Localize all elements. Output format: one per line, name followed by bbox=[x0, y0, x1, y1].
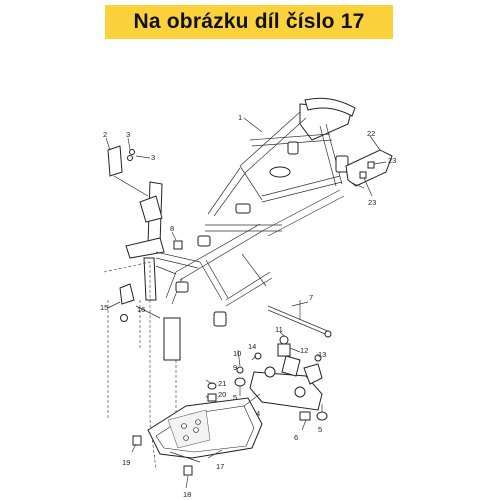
part-22-hanger bbox=[345, 149, 393, 189]
part-7-bolt bbox=[267, 300, 332, 338]
part-16-plate bbox=[163, 317, 181, 361]
callout-20: 20 bbox=[218, 390, 226, 399]
callout-5: 5 bbox=[233, 393, 237, 402]
part-2-bracket bbox=[107, 145, 149, 197]
banner: Na obrázku díl číslo 17 bbox=[105, 5, 393, 39]
banner-text: Na obrázku díl číslo 17 bbox=[133, 10, 365, 33]
callout-2: 2 bbox=[103, 130, 107, 139]
callout-numbers: 1 2 3 3 4 5 5 6 7 8 9 10 11 12 13 14 15 … bbox=[100, 113, 396, 499]
part-20-nut bbox=[207, 393, 217, 402]
assembly-outline bbox=[103, 261, 157, 471]
callout-10: 10 bbox=[233, 349, 241, 358]
part-4-engine-mount bbox=[234, 335, 328, 421]
part-8-bolt bbox=[173, 240, 183, 250]
callout-22: 22 bbox=[367, 129, 375, 138]
callout-3b: 3 bbox=[151, 153, 155, 162]
callout-23b: 23 bbox=[368, 198, 376, 207]
leader-lines bbox=[105, 117, 387, 489]
callout-11: 11 bbox=[275, 325, 283, 334]
part-15-bracket bbox=[119, 283, 135, 305]
callout-21: 21 bbox=[218, 379, 226, 388]
callout-5b: 5 bbox=[318, 425, 322, 434]
part-18-bolt bbox=[183, 465, 193, 476]
callout-1: 1 bbox=[238, 113, 242, 122]
callout-7: 7 bbox=[309, 293, 313, 302]
callout-12: 12 bbox=[300, 346, 308, 355]
part-21-collar bbox=[207, 382, 217, 390]
callout-23a: 23 bbox=[388, 156, 396, 165]
main-frame bbox=[165, 97, 356, 327]
part-19-nut bbox=[132, 435, 142, 446]
callout-19: 19 bbox=[122, 458, 130, 467]
head-pipe bbox=[125, 181, 201, 301]
callout-18: 18 bbox=[183, 490, 191, 499]
callout-14: 14 bbox=[248, 342, 256, 351]
part-17-skid-plate bbox=[147, 397, 263, 463]
callout-16: 16 bbox=[137, 305, 145, 314]
callout-13: 13 bbox=[318, 350, 326, 359]
callout-17: 17 bbox=[216, 462, 224, 471]
callout-6: 6 bbox=[294, 433, 298, 442]
callout-4: 4 bbox=[256, 409, 260, 418]
callout-9: 9 bbox=[233, 363, 237, 372]
callout-15: 15 bbox=[100, 303, 108, 312]
callout-8: 8 bbox=[170, 224, 174, 233]
callout-3a: 3 bbox=[126, 130, 130, 139]
